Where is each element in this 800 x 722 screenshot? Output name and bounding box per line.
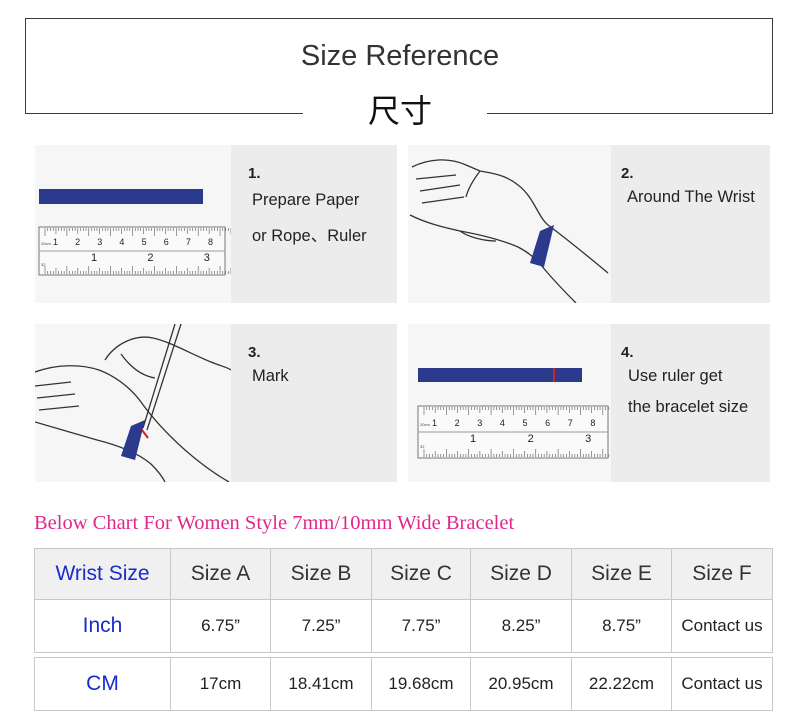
row-label: CM — [34, 657, 171, 711]
table-header-row: Wrist Size Size A Size B Size C Size D S… — [34, 548, 773, 600]
ruler-cm-label: 1 — [470, 433, 476, 445]
header-cell: Wrist Size — [34, 548, 171, 600]
svg-text:20cm: 20cm — [420, 422, 430, 427]
step-2-panel: 2. Around The Wrist — [408, 145, 770, 303]
ruler-inch-label: 6 — [545, 418, 550, 428]
table-cell: Contact us — [671, 599, 773, 653]
ruler-cm-label: 3 — [204, 252, 210, 264]
ruler-cm-label: 3 — [585, 433, 591, 445]
ruler-inch-label: 4 — [119, 237, 124, 247]
ruler-inch-label: 3 — [97, 237, 102, 247]
header-divider-left — [25, 113, 303, 114]
table-cell: 8.75” — [571, 599, 672, 653]
row-label: Inch — [34, 599, 171, 653]
wrist-band — [530, 225, 554, 267]
table-row: CM 17cm 18.41cm 19.68cm 20.95cm 22.22cm … — [34, 657, 773, 711]
paper-strip — [39, 189, 203, 204]
size-table: Wrist Size Size A Size B Size C Size D S… — [34, 548, 773, 711]
ruler-cm-label: 2 — [147, 252, 153, 264]
step-3-illustration — [35, 324, 231, 482]
header-frame — [25, 18, 773, 114]
step-1-line-1: Prepare Paper — [252, 191, 360, 209]
ruler-cm-label: 1 — [91, 252, 97, 264]
ruler-cm-label: 2 — [528, 433, 534, 445]
step-4-number: 4. — [621, 344, 634, 361]
header-divider-right — [487, 113, 773, 114]
header-cell: Size A — [170, 548, 271, 600]
page-subtitle: 尺寸 — [367, 92, 432, 130]
step-3-panel: 3. Mark — [35, 324, 397, 482]
table-row: Inch 6.75” 7.25” 7.75” 8.25” 8.75” Conta… — [34, 599, 773, 653]
step-2-illustration — [408, 145, 611, 303]
step-4-line-1: Use ruler get — [628, 367, 723, 385]
ruler-inch-label: 2 — [455, 418, 460, 428]
step-1-line-2: or Rope、Ruler — [252, 227, 367, 245]
step-4-line-2: the bracelet size — [628, 398, 749, 416]
header-cell: Size F — [671, 548, 773, 600]
page-title: Size Reference — [300, 40, 500, 72]
measured-strip — [418, 368, 582, 382]
table-cell: 18.41cm — [270, 657, 372, 711]
step-2-line-1: Around The Wrist — [627, 188, 755, 206]
chart-title: Below Chart For Women Style 7mm/10mm Wid… — [34, 512, 515, 534]
header-cell: Size B — [270, 548, 372, 600]
ruler-inch-label: 8 — [590, 418, 595, 428]
wrist-band — [121, 420, 145, 460]
ruler-inch-label: 7 — [186, 237, 191, 247]
step-3-number: 3. — [248, 344, 261, 361]
step-1-illustration: 1 2 3 4 5 6 7 8 1 2 3 20cm 32 — [35, 145, 231, 303]
ruler-inch-label: 1 — [432, 418, 437, 428]
hand-icon — [409, 159, 609, 303]
svg-text:32: 32 — [41, 262, 46, 267]
step-3-line-1: Mark — [252, 367, 289, 385]
ruler-inch-label: 6 — [164, 237, 169, 247]
table-cell: 19.68cm — [371, 657, 471, 711]
ruler-inch-label: 5 — [522, 418, 527, 428]
table-cell: 22.22cm — [571, 657, 672, 711]
table-cell: 6.75” — [170, 599, 271, 653]
step-2-number: 2. — [621, 165, 634, 182]
header-cell: Size C — [371, 548, 471, 600]
header-cell: Size E — [571, 548, 672, 600]
table-cell: 7.75” — [371, 599, 471, 653]
table-cell: 17cm — [170, 657, 271, 711]
ruler-inch-label: 7 — [568, 418, 573, 428]
ruler-inch-label: 1 — [53, 237, 58, 247]
step-1-panel: 1 2 3 4 5 6 7 8 1 2 3 20cm 32 1. Prepare Paper or… — [35, 145, 397, 303]
ruler-inch-label: 5 — [142, 237, 147, 247]
ruler-inch-label: 8 — [208, 237, 213, 247]
table-cell: Contact us — [671, 657, 773, 711]
svg-text:20cm: 20cm — [41, 241, 51, 246]
ruler-icon: 1 2 3 4 5 6 7 8 1 2 3 20cm 32 — [38, 226, 231, 276]
mark-line — [141, 429, 149, 439]
step-1-number: 1. — [248, 165, 261, 182]
table-cell: 8.25” — [470, 599, 572, 653]
table-cell: 7.25” — [270, 599, 372, 653]
ruler-inch-label: 2 — [75, 237, 80, 247]
ruler-inch-label: 3 — [477, 418, 482, 428]
ruler-inch-label: 4 — [500, 418, 505, 428]
svg-text:32: 32 — [420, 444, 425, 449]
table-cell: 20.95cm — [470, 657, 572, 711]
hand-with-pen-icon — [35, 324, 231, 482]
header-cell: Size D — [470, 548, 572, 600]
